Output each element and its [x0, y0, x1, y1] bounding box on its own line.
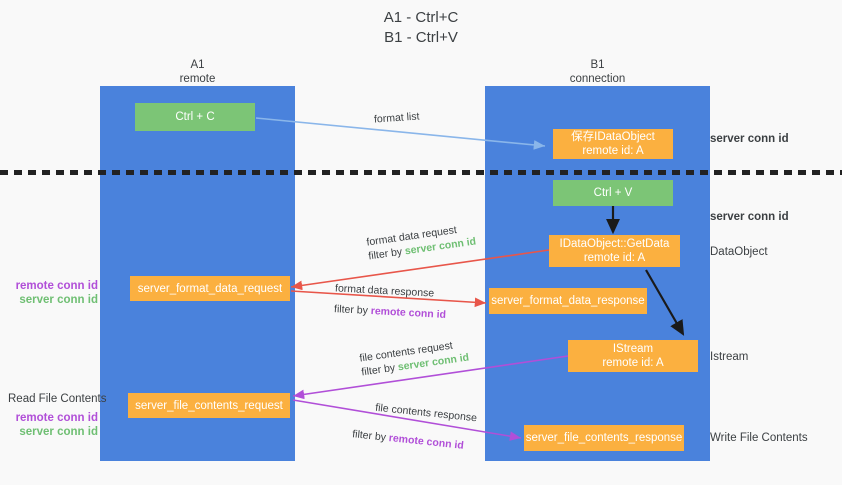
- box-istream[interactable]: IStream remote id: A: [568, 340, 698, 372]
- column-b1-role: connection: [569, 73, 626, 85]
- box-save-idataobject-line1: 保存IDataObject: [571, 131, 655, 143]
- left-label-remote-conn-id-bottom: remote conn id: [15, 412, 98, 424]
- right-label-write-file-contents: Write File Contents: [710, 432, 808, 444]
- column-header-b1: B1 connection: [485, 58, 710, 86]
- box-ctrl-v-label: Ctrl + V: [593, 187, 633, 199]
- edge-label-file-contents-request: file contents request filter by server c…: [359, 337, 470, 380]
- edge-label-format-data-response-line1: format data response: [334, 282, 435, 300]
- column-b1-name: B1: [590, 59, 605, 71]
- box-server-format-data-response-label: server_format_data_response: [491, 295, 645, 307]
- edge-label-format-data-request: format data request filter by server con…: [366, 221, 477, 264]
- phase-divider: [0, 170, 842, 175]
- edge-label-file-contents-response: file contents response: [375, 401, 478, 426]
- left-label-group-bottom: remote conn id server conn id: [10, 411, 98, 439]
- right-label-server-conn-id-mid: server conn id: [710, 211, 789, 223]
- edge-label-format-data-response-filter: filter by remote conn id: [334, 302, 447, 322]
- box-save-idataobject-line2: remote id: A: [582, 145, 644, 157]
- filter-prefix: filter by: [367, 245, 406, 263]
- box-idataobject-getdata[interactable]: IDataObject::GetData remote id: A: [549, 235, 680, 267]
- filter-value-remote-conn-id: remote conn id: [388, 432, 465, 452]
- filter-prefix: filter by: [333, 303, 372, 317]
- box-getdata-line1: IDataObject::GetData: [559, 238, 670, 250]
- box-server-file-contents-response[interactable]: server_file_contents_response: [524, 425, 684, 451]
- edge-label-file-contents-response-line1: file contents response: [374, 401, 478, 425]
- edge-label-format-data-response: format data response: [335, 281, 435, 300]
- box-server-format-data-request-label: server_format_data_request: [137, 282, 283, 295]
- box-istream-line2: remote id: A: [602, 357, 664, 369]
- column-a1-role: remote: [179, 73, 216, 85]
- column-header-a1: A1 remote: [100, 58, 295, 86]
- left-label-remote-conn-id: remote conn id: [15, 280, 98, 292]
- right-label-server-conn-id-top: server conn id: [710, 133, 789, 145]
- box-server-format-data-request[interactable]: server_format_data_request: [130, 276, 290, 301]
- filter-prefix: filter by: [351, 428, 390, 444]
- filter-value-remote-conn-id: remote conn id: [370, 305, 447, 321]
- page-title: A1 - Ctrl+C B1 - Ctrl+V: [0, 8, 842, 48]
- edge-label-format-list: format list: [374, 109, 420, 126]
- box-server-file-contents-request-label: server_file_contents_request: [135, 399, 283, 412]
- edge-label-file-contents-response-filter: filter by remote conn id: [352, 427, 465, 453]
- right-label-dataobject: DataObject: [710, 246, 768, 258]
- left-label-read-file-contents: Read File Contents: [8, 393, 107, 405]
- filter-prefix: filter by: [360, 361, 399, 379]
- box-getdata-line2: remote id: A: [583, 252, 646, 264]
- right-label-istream: Istream: [710, 351, 749, 363]
- column-a1-name: A1: [190, 59, 205, 71]
- edge-label-format-list-text: format list: [373, 110, 420, 126]
- box-save-idataobject[interactable]: 保存IDataObject remote id: A: [553, 129, 673, 159]
- left-label-group-mid: remote conn id server conn id: [10, 279, 98, 307]
- box-ctrl-c[interactable]: Ctrl + C: [135, 103, 255, 131]
- title-line-2: B1 - Ctrl+V: [384, 29, 458, 46]
- box-server-file-contents-request[interactable]: server_file_contents_request: [128, 393, 290, 418]
- title-line-1: A1 - Ctrl+C: [383, 9, 459, 26]
- box-server-format-data-response[interactable]: server_format_data_response: [489, 288, 647, 314]
- left-label-server-conn-id: server conn id: [19, 294, 98, 306]
- box-istream-line1: IStream: [612, 343, 654, 355]
- box-ctrl-v[interactable]: Ctrl + V: [553, 180, 673, 206]
- box-server-file-contents-response-label: server_file_contents_response: [525, 432, 683, 444]
- left-label-server-conn-id-bottom: server conn id: [19, 426, 98, 438]
- box-ctrl-c-label: Ctrl + C: [175, 111, 215, 123]
